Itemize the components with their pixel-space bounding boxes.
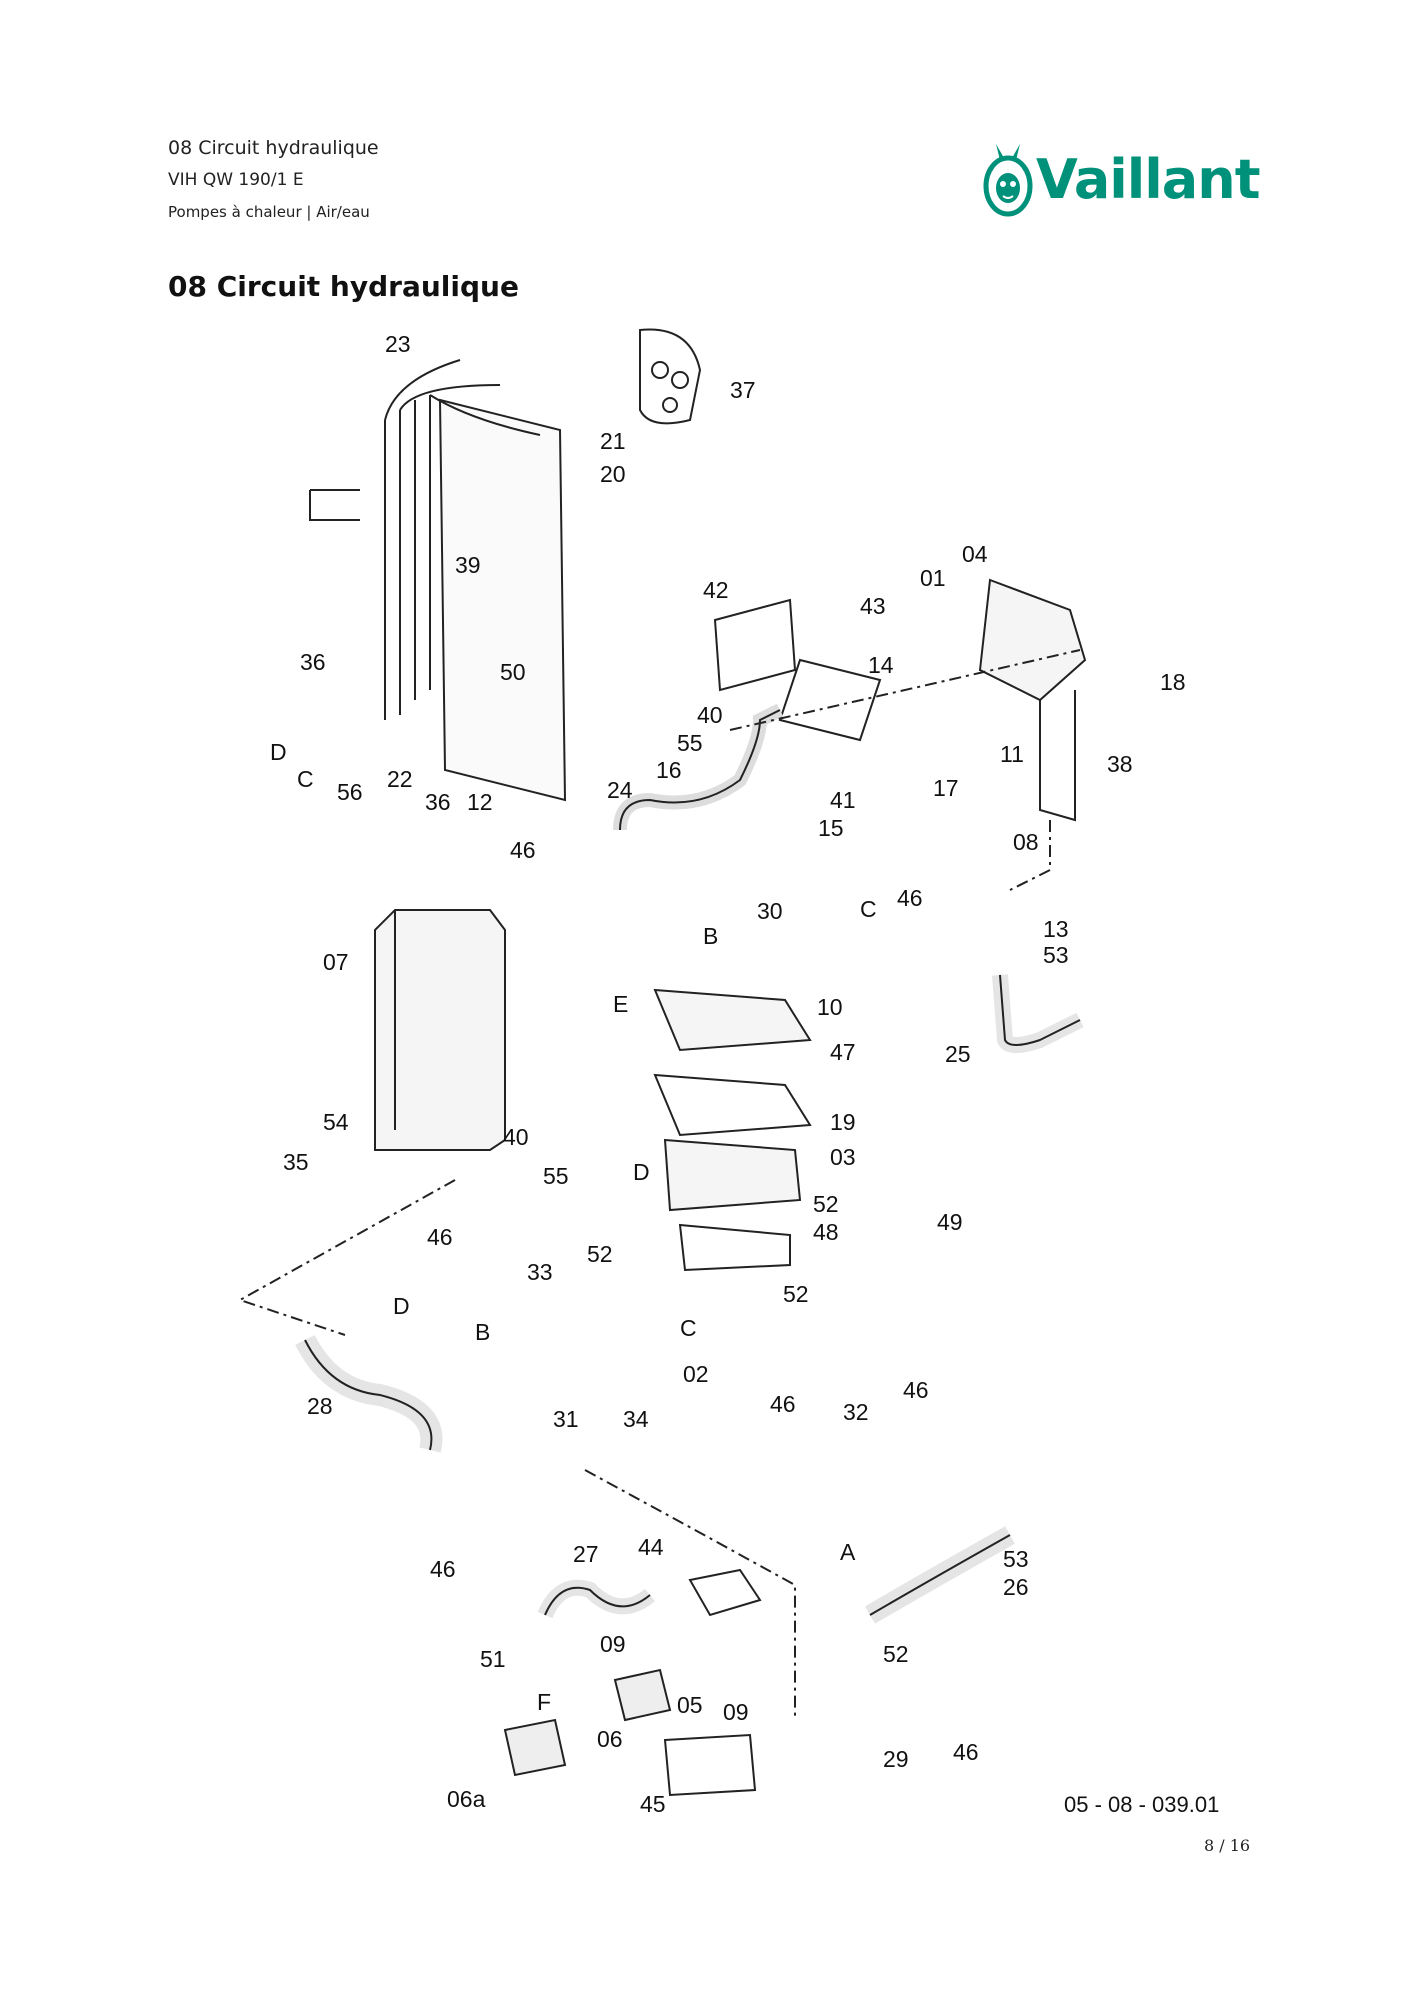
callout-45: 45: [640, 1791, 666, 1817]
callout-21: 21: [600, 428, 626, 454]
callout-52-c: 52: [783, 1281, 809, 1307]
callout-44: 44: [638, 1534, 664, 1560]
callout-36-bottom: 36: [425, 789, 451, 815]
callout-42: 42: [703, 577, 729, 603]
callout-30: 30: [757, 898, 783, 924]
header-section: 08 Circuit hydraulique: [168, 137, 379, 159]
callout-04: 04: [962, 541, 988, 567]
callout-46-a: 46: [510, 837, 536, 863]
callout-02: 02: [683, 1361, 709, 1387]
callout-09-b: 09: [723, 1699, 749, 1725]
callout-54: 54: [323, 1109, 349, 1135]
label-D-1: D: [270, 739, 287, 765]
callout-35: 35: [283, 1149, 309, 1175]
callout-05: 05: [677, 1692, 703, 1718]
callout-33: 33: [527, 1259, 553, 1285]
callout-38: 38: [1107, 751, 1133, 777]
label-D-2: D: [633, 1159, 650, 1185]
callout-46-d: 46: [770, 1391, 796, 1417]
callout-43: 43: [860, 593, 886, 619]
callout-10: 10: [817, 994, 843, 1020]
label-F: F: [537, 1689, 551, 1715]
callout-09-a: 09: [600, 1631, 626, 1657]
callout-08: 08: [1013, 829, 1039, 855]
label-A: A: [840, 1539, 856, 1565]
callout-25: 25: [945, 1041, 971, 1067]
callout-46-e: 46: [903, 1377, 929, 1403]
callout-55-mid: 55: [543, 1163, 569, 1189]
vaillant-logo: Vaillant: [982, 142, 1261, 222]
callout-19: 19: [830, 1109, 856, 1135]
label-B-2: B: [475, 1319, 490, 1345]
callout-31: 31: [553, 1406, 579, 1432]
callout-18: 18: [1160, 669, 1186, 695]
part-callouts: 23 37 21 20 39 04 42 01 43 14 18 36 50 4…: [270, 331, 1186, 1817]
callout-51: 51: [480, 1646, 506, 1672]
callout-52-b: 52: [587, 1241, 613, 1267]
callout-53-a: 53: [1043, 942, 1069, 968]
callout-01: 01: [920, 565, 946, 591]
callout-32: 32: [843, 1399, 869, 1425]
callout-28: 28: [307, 1393, 333, 1419]
callout-41: 41: [830, 787, 856, 813]
callout-12: 12: [467, 789, 493, 815]
callout-39: 39: [455, 552, 481, 578]
callout-29: 29: [883, 1746, 909, 1772]
callout-14: 14: [868, 652, 894, 678]
label-E: E: [613, 991, 628, 1017]
label-C-1: C: [297, 766, 314, 792]
callout-50: 50: [500, 659, 526, 685]
callout-17: 17: [933, 775, 959, 801]
callout-40-mid: 40: [503, 1124, 529, 1150]
callout-47: 47: [830, 1039, 856, 1065]
callout-49: 49: [937, 1209, 963, 1235]
callout-27: 27: [573, 1541, 599, 1567]
brand-name: Vaillant: [1036, 148, 1261, 211]
callout-46-g: 46: [953, 1739, 979, 1765]
callout-06: 06: [597, 1726, 623, 1752]
callout-52-a: 52: [813, 1191, 839, 1217]
callout-40-top: 40: [697, 702, 723, 728]
label-D-3: D: [393, 1293, 410, 1319]
label-C-3: C: [680, 1315, 697, 1341]
callout-20: 20: [600, 461, 626, 487]
callout-48: 48: [813, 1219, 839, 1245]
callout-16: 16: [656, 757, 682, 783]
callout-53-b: 53: [1003, 1546, 1029, 1572]
page-title: 08 Circuit hydraulique: [168, 270, 519, 303]
document-header: 08 Circuit hydraulique VIH QW 190/1 E Po…: [168, 132, 379, 228]
callout-23: 23: [385, 331, 411, 357]
callout-55-top: 55: [677, 730, 703, 756]
callout-07: 07: [323, 949, 349, 975]
callout-46-b: 46: [897, 885, 923, 911]
callout-22: 22: [387, 766, 413, 792]
callout-11: 11: [1000, 741, 1024, 767]
callout-52-d: 52: [883, 1641, 909, 1667]
callout-26: 26: [1003, 1574, 1029, 1600]
callout-15: 15: [818, 815, 844, 841]
callout-37: 37: [730, 377, 756, 403]
callout-03: 03: [830, 1144, 856, 1170]
callout-56: 56: [337, 779, 363, 805]
drawing-reference: 05 - 08 - 039.01: [1064, 1792, 1220, 1817]
callout-36-top: 36: [300, 649, 326, 675]
callout-46-f: 46: [430, 1556, 456, 1582]
page-number: 8 / 16: [1204, 1836, 1251, 1855]
label-B-1: B: [703, 923, 718, 949]
header-model: VIH QW 190/1 E: [168, 170, 304, 190]
header-category: Pompes à chaleur | Air/eau: [168, 203, 370, 221]
callout-06a: 06a: [447, 1786, 486, 1812]
callout-34: 34: [623, 1406, 649, 1432]
label-C-2: C: [860, 896, 877, 922]
callout-24: 24: [607, 777, 633, 803]
callout-13: 13: [1043, 916, 1069, 942]
hare-icon: [983, 144, 1033, 217]
callout-46-c: 46: [427, 1224, 453, 1250]
